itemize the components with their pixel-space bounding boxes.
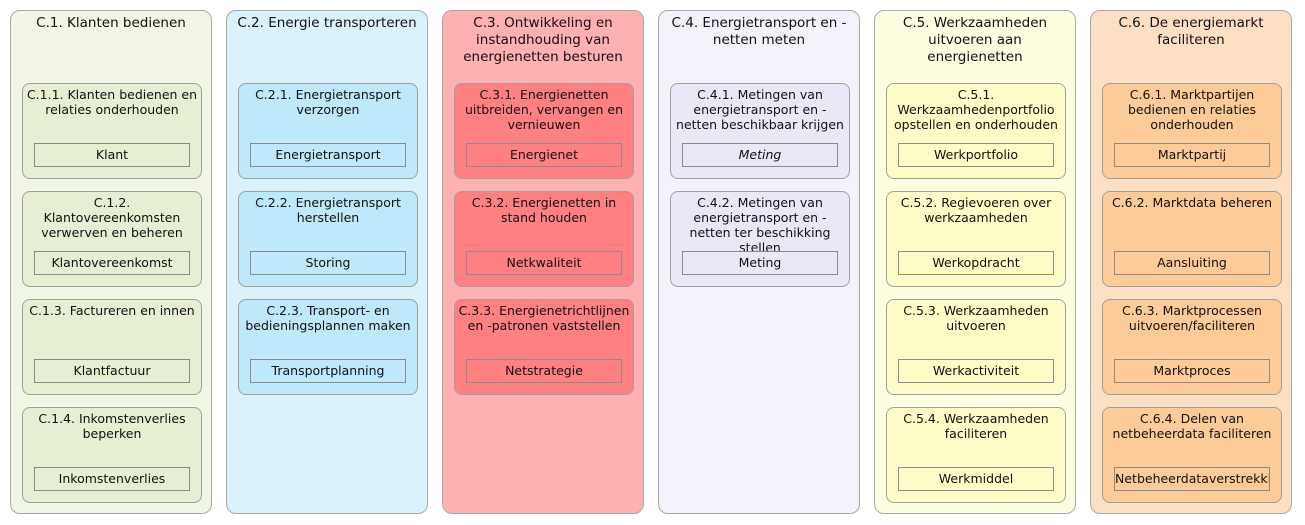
capability-card: C.6.4. Delen van netbeheerdata faciliter… <box>1102 407 1282 503</box>
business-object: Aansluiting <box>1114 251 1270 275</box>
business-object: Transportplanning <box>250 359 406 383</box>
card-title: C.6.4. Delen van netbeheerdata faciliter… <box>1112 411 1272 441</box>
business-object: Meting <box>682 143 838 167</box>
business-object: Energienet <box>466 143 622 167</box>
capability-card: C.1.1. Klanten bedienen en relaties onde… <box>22 83 202 179</box>
column-title: C.3. Ontwikkeling en instandhouding van … <box>463 15 623 65</box>
capability-card: C.3.1. Energienetten uitbreiden, vervang… <box>454 83 634 179</box>
column-title: C.1. Klanten bedienen <box>36 15 186 31</box>
card-title: C.5.1. Werkzaamhedenportfolio opstellen … <box>894 87 1058 132</box>
card-title: C.5.2. Regievoeren over werkzaamheden <box>900 195 1052 225</box>
card-title: C.1.2. Klantovereenkomsten verwerven en … <box>41 195 183 240</box>
capability-column: C.5. Werkzaamheden uitvoeren aan energie… <box>874 10 1076 514</box>
business-object: Klant <box>34 143 190 167</box>
capability-card: C.5.1. Werkzaamhedenportfolio opstellen … <box>886 83 1066 179</box>
business-object: Meting <box>682 251 838 275</box>
column-title: C.4. Energietransport en -netten meten <box>671 15 847 48</box>
business-object: Klantfactuur <box>34 359 190 383</box>
card-title: C.3.2. Energienetten in stand houden <box>471 195 617 225</box>
capability-column: C.3. Ontwikkeling en instandhouding van … <box>442 10 644 514</box>
card-title: C.2.1. Energietransport verzorgen <box>255 87 401 117</box>
business-object: Marktproces <box>1114 359 1270 383</box>
business-object: Energietransport <box>250 143 406 167</box>
business-object: Netbeheerdataverstrekki <box>1114 467 1270 491</box>
card-title: C.6.3. Marktprocessen uitvoeren/facilite… <box>1122 303 1262 333</box>
business-object: Werkportfolio <box>898 143 1054 167</box>
business-object: Werkactiviteit <box>898 359 1054 383</box>
capability-card: C.6.3. Marktprocessen uitvoeren/facilite… <box>1102 299 1282 395</box>
business-object: Netkwaliteit <box>466 251 622 275</box>
capability-card: C.6.1. Marktpartijen bedienen en relatie… <box>1102 83 1282 179</box>
card-title: C.3.1. Energienetten uitbreiden, vervang… <box>464 87 624 132</box>
card-title: C.6.1. Marktpartijen bedienen en relatie… <box>1127 87 1257 132</box>
business-object: Werkmiddel <box>898 467 1054 491</box>
column-title: C.5. Werkzaamheden uitvoeren aan energie… <box>902 15 1048 65</box>
card-title: C.2.2. Energietransport herstellen <box>255 195 401 225</box>
business-object: Klantovereenkomst <box>34 251 190 275</box>
capability-card: C.1.2. Klantovereenkomsten verwerven en … <box>22 191 202 287</box>
card-title: C.1.1. Klanten bedienen en relaties onde… <box>26 87 198 117</box>
card-title: C.1.3. Factureren en innen <box>29 303 195 318</box>
business-object: Marktpartij <box>1114 143 1270 167</box>
column-title: C.6. De energiemarkt faciliteren <box>1118 15 1264 48</box>
card-title: C.4.1. Metingen van energietransport en … <box>676 87 844 132</box>
business-object: Storing <box>250 251 406 275</box>
capability-card: C.3.3. Energienetrichtlijnen en -patrone… <box>454 299 634 395</box>
card-title: C.2.3. Transport- en bedieningsplannen m… <box>245 303 411 333</box>
capability-card: C.4.1. Metingen van energietransport en … <box>670 83 850 179</box>
card-title: C.6.2. Marktdata beheren <box>1111 195 1273 210</box>
column-title: C.2. Energie transporteren <box>237 15 417 31</box>
card-title: C.4.2. Metingen van energietransport en … <box>689 195 831 255</box>
business-object: Werkopdracht <box>898 251 1054 275</box>
capability-card: C.2.3. Transport- en bedieningsplannen m… <box>238 299 418 395</box>
card-title: C.3.3. Energienetrichtlijnen en -patrone… <box>458 303 630 333</box>
business-object: Netstrategie <box>466 359 622 383</box>
capability-card: C.4.2. Metingen van energietransport en … <box>670 191 850 287</box>
card-title: C.5.3. Werkzaamheden uitvoeren <box>903 303 1049 333</box>
card-title: C.5.4. Werkzaamheden faciliteren <box>903 411 1049 441</box>
card-title: C.1.4. Inkomstenverlies beperken <box>38 411 186 441</box>
business-object: Inkomstenverlies <box>34 467 190 491</box>
